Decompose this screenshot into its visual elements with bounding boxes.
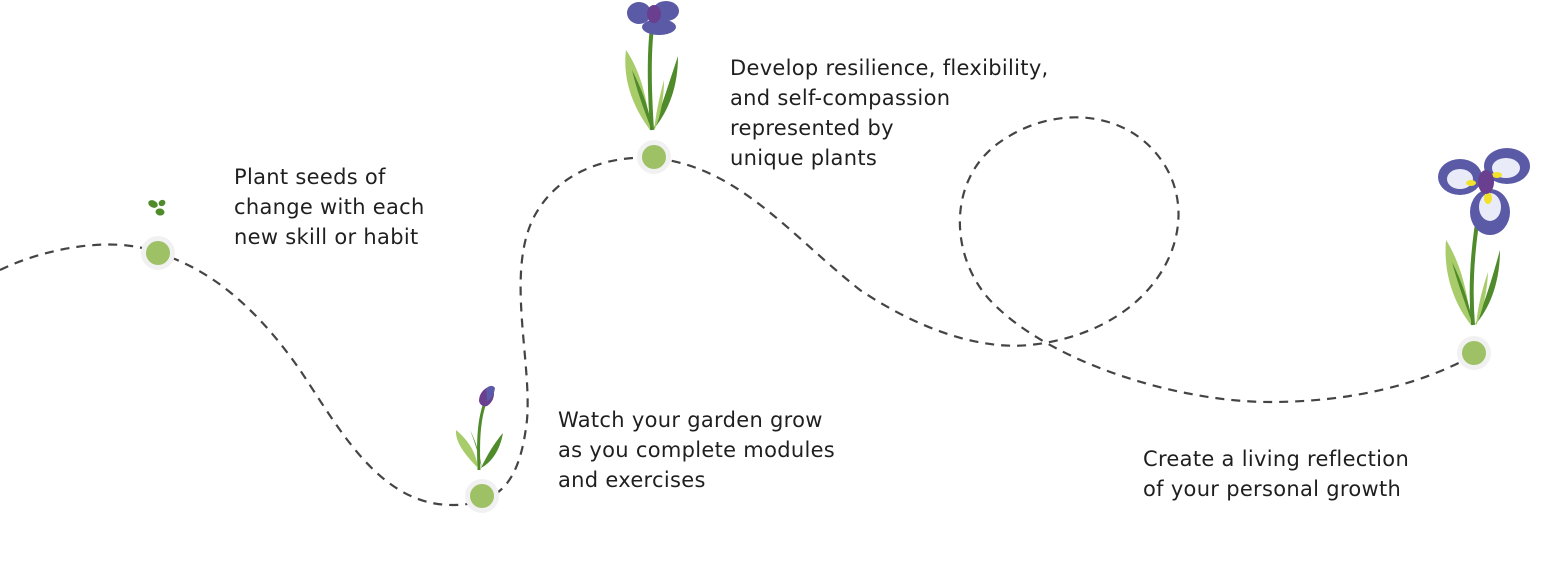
caption-bloom-line-3: represented by: [730, 116, 894, 140]
caption-seed-line-2: change with each: [234, 195, 425, 219]
budding-plant-icon: [455, 385, 503, 471]
caption-bloom-line-4: unique plants: [730, 146, 878, 170]
milestone-2: [465, 479, 499, 513]
blooming-iris-icon: [1438, 148, 1530, 326]
caption-seed: Plant seeds of change with each new skil…: [234, 162, 425, 252]
milestone-3: [637, 140, 671, 174]
caption-bloom-line-2: and self-compassion: [730, 86, 951, 110]
caption-bloom-line-1: Develop resilience, flexibility,: [730, 56, 1049, 80]
caption-flourish: Create a living reflection of your perso…: [1143, 444, 1409, 504]
caption-seed-line-1: Plant seeds of: [234, 165, 386, 189]
milestone-4: [1457, 336, 1491, 370]
caption-sprout-line-2: as you complete modules: [558, 438, 836, 462]
seed-sprout-icon: [148, 199, 166, 216]
caption-sprout: Watch your garden grow as you complete m…: [558, 405, 835, 495]
caption-flourish-line-2: of your personal growth: [1143, 477, 1402, 501]
iris-bud-plant-icon: [625, 1, 679, 131]
milestone-1: [141, 236, 175, 270]
caption-bloom: Develop resilience, flexibility, and sel…: [730, 53, 1049, 173]
caption-sprout-line-3: and exercises: [558, 468, 706, 492]
caption-seed-line-3: new skill or habit: [234, 225, 419, 249]
caption-flourish-line-1: Create a living reflection: [1143, 447, 1410, 471]
caption-sprout-line-1: Watch your garden grow: [558, 408, 823, 432]
journey-path: [0, 116, 1475, 507]
